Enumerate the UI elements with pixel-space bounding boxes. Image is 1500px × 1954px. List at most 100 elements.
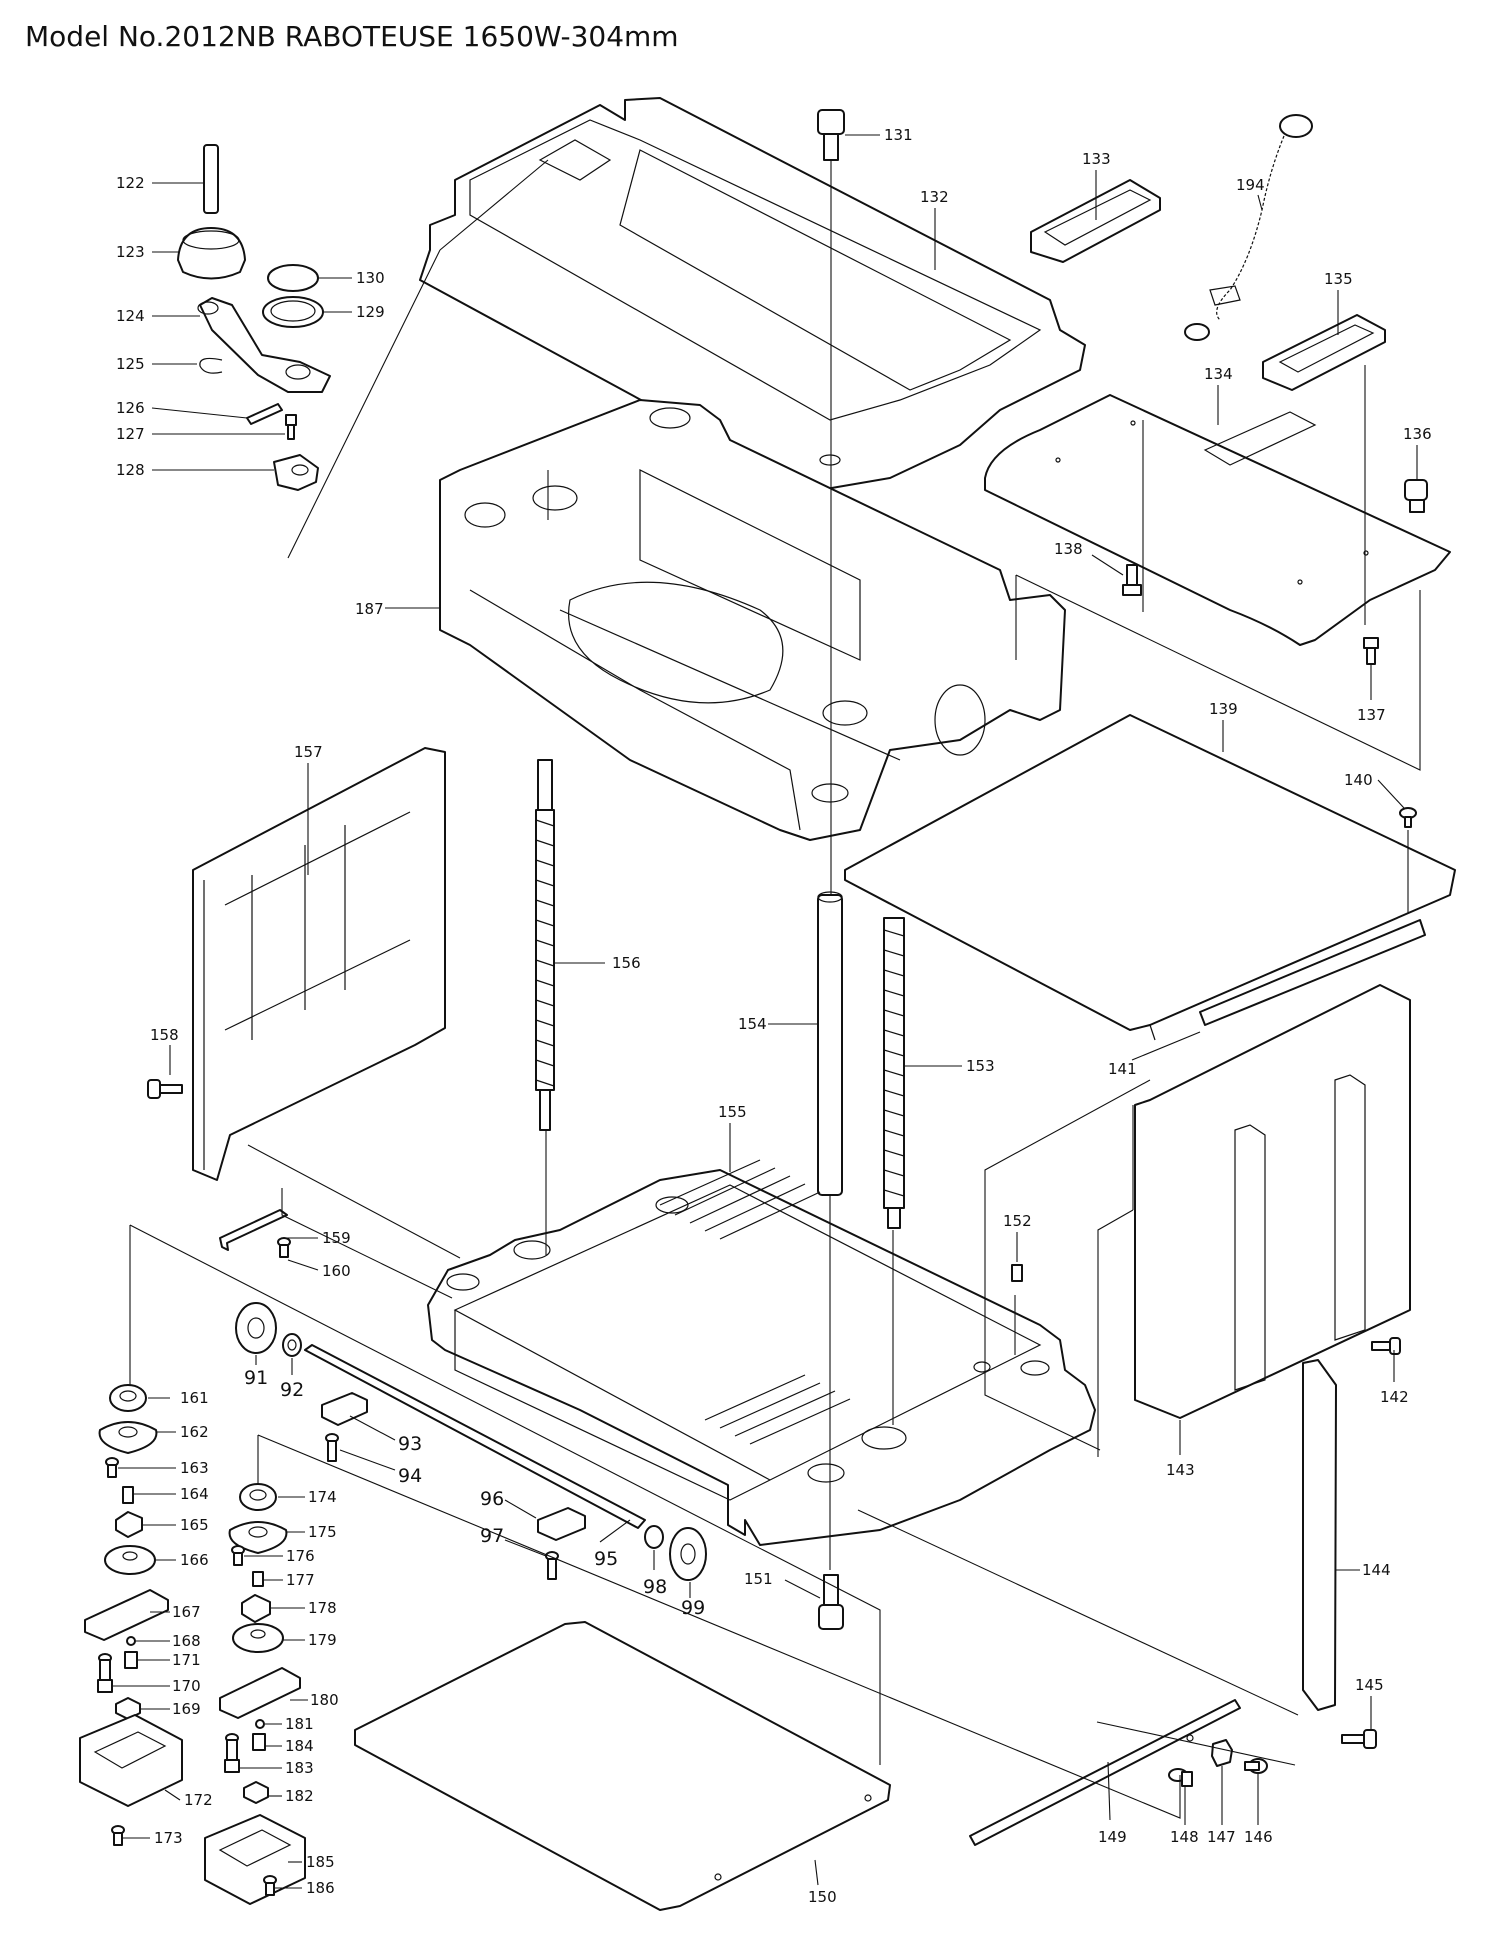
- callout-97: 97: [480, 1525, 504, 1547]
- callout-149: 149: [1098, 1828, 1127, 1846]
- part-126-roll-pin: [246, 403, 283, 425]
- callout-140: 140: [1344, 771, 1373, 789]
- callout-122: 122: [116, 174, 145, 192]
- part-169-nut: [115, 1697, 141, 1720]
- callout-160: 160: [322, 1262, 351, 1280]
- callout-145: 145: [1355, 1676, 1384, 1694]
- part-164-pin: [122, 1486, 134, 1504]
- callout-183: 183: [285, 1759, 314, 1777]
- callout-130: 130: [356, 269, 385, 287]
- part-159-bracket: [219, 1209, 288, 1251]
- callout-129: 129: [356, 303, 385, 321]
- callout-133: 133: [1082, 150, 1111, 168]
- part-146-screw: [1244, 1758, 1268, 1774]
- part-99-gear: [669, 1527, 707, 1581]
- callout-168: 168: [172, 1632, 201, 1650]
- part-172-cover: [79, 1714, 183, 1807]
- part-142-screw: [1371, 1337, 1401, 1355]
- callout-136: 136: [1403, 425, 1432, 443]
- callout-94: 94: [398, 1465, 422, 1487]
- callout-185: 185: [306, 1853, 335, 1871]
- callout-182: 182: [285, 1787, 314, 1805]
- part-162-bearing-holder: [98, 1421, 158, 1454]
- part-97-screw: [545, 1551, 559, 1580]
- part-131-bolt: [817, 109, 845, 161]
- part-124-lever: [197, 297, 331, 393]
- callout-187: 187: [355, 600, 384, 618]
- callout-174: 174: [308, 1488, 337, 1506]
- part-156-lead-screw: [535, 759, 555, 1131]
- part-161-bearing: [109, 1384, 147, 1412]
- part-94-screw: [325, 1433, 339, 1462]
- callout-172: 172: [184, 1791, 213, 1809]
- part-149-bar: [969, 1699, 1241, 1846]
- part-166-gear: [104, 1545, 156, 1575]
- callout-96: 96: [480, 1488, 504, 1510]
- part-180-plate: [219, 1667, 301, 1719]
- part-176-screw: [231, 1545, 245, 1566]
- callout-152: 152: [1003, 1212, 1032, 1230]
- callout-154: 154: [738, 1015, 767, 1033]
- part-167-plate: [84, 1589, 169, 1641]
- part-151-bolt: [818, 1574, 844, 1630]
- part-128-cam: [273, 454, 319, 491]
- callout-165: 165: [180, 1516, 209, 1534]
- callout-180: 180: [310, 1691, 339, 1709]
- callout-131: 131: [884, 126, 913, 144]
- callout-169: 169: [172, 1700, 201, 1718]
- callout-177: 177: [286, 1571, 315, 1589]
- part-143-side-cover: [1134, 984, 1411, 1419]
- part-160-screw: [277, 1237, 291, 1258]
- part-177-pin: [252, 1571, 264, 1587]
- part-183-screw: [224, 1733, 240, 1773]
- part-132-top-cover: [419, 97, 1086, 491]
- part-127-screw: [285, 414, 297, 440]
- part-186-screw: [263, 1875, 277, 1896]
- callout-181: 181: [285, 1715, 314, 1733]
- part-157-side-cover: [192, 747, 446, 1181]
- part-134-chip-cover: [984, 394, 1451, 646]
- callout-150: 150: [808, 1888, 837, 1906]
- callout-134: 134: [1204, 365, 1233, 383]
- part-135-handle: [1262, 314, 1386, 391]
- callout-162: 162: [180, 1423, 209, 1441]
- part-155-base: [427, 1159, 1096, 1546]
- part-163-screw: [105, 1457, 119, 1478]
- part-98-washer: [644, 1525, 664, 1549]
- part-96-bearing-block: [537, 1507, 586, 1541]
- callout-161: 161: [180, 1389, 209, 1407]
- part-165-nut: [115, 1511, 143, 1538]
- callout-173: 173: [154, 1829, 183, 1847]
- part-158-screw: [147, 1079, 183, 1099]
- part-171-set-screw: [124, 1651, 138, 1669]
- part-141-guide-plate: [1199, 919, 1426, 1026]
- callout-171: 171: [172, 1651, 201, 1669]
- callout-156: 156: [612, 954, 641, 972]
- part-122-pin: [203, 144, 219, 214]
- part-152-set-screw: [1011, 1264, 1023, 1282]
- callout-127: 127: [116, 425, 145, 443]
- base-grid: [659, 1159, 851, 1445]
- part-130-washer: [267, 264, 319, 292]
- callout-143: 143: [1166, 1461, 1195, 1479]
- part-187-motor-frame: [439, 399, 1066, 841]
- part-185-cover: [204, 1814, 306, 1905]
- callout-175: 175: [308, 1523, 337, 1541]
- callout-95: 95: [594, 1548, 618, 1570]
- callout-151: 151: [744, 1570, 773, 1588]
- callout-91: 91: [244, 1367, 268, 1389]
- part-123-knob: [177, 227, 246, 280]
- callout-144: 144: [1362, 1561, 1391, 1579]
- part-144-side-rail: [1302, 1359, 1337, 1711]
- callout-123: 123: [116, 243, 145, 261]
- part-179-gear: [232, 1623, 284, 1653]
- part-92-washer: [282, 1333, 302, 1357]
- callout-163: 163: [180, 1459, 209, 1477]
- callout-137: 137: [1357, 706, 1386, 724]
- part-138-screw: [1122, 564, 1142, 596]
- part-174-bearing: [239, 1483, 277, 1511]
- callout-167: 167: [172, 1603, 201, 1621]
- part-129-label-disc: [262, 296, 324, 328]
- callout-135: 135: [1324, 270, 1353, 288]
